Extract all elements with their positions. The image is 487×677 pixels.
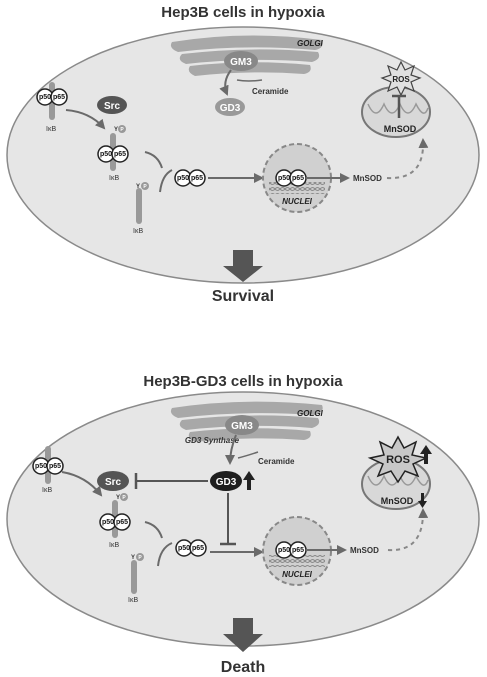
golgi-label: GOLGI	[297, 409, 324, 418]
p65-label: p65	[292, 547, 304, 554]
gd3-label: GD3	[216, 477, 237, 488]
ros-burst	[367, 435, 429, 484]
src-label: Src	[104, 101, 121, 112]
outcome-arrow	[223, 250, 263, 282]
panel-title: Hep3B cells in hypoxia	[161, 4, 325, 21]
gm3-node	[225, 415, 259, 435]
tyrosine-label: Y	[136, 184, 140, 190]
nuclei-label: NUCLEI	[282, 570, 313, 579]
phospho-label: P	[138, 555, 142, 561]
down-arrow-icon	[418, 493, 427, 508]
gm3-label: GM3	[231, 421, 253, 432]
ikb-label: IκB	[109, 175, 119, 182]
src-label: Src	[105, 477, 122, 488]
free-ikb	[136, 182, 149, 224]
ros-label: ROS	[392, 75, 410, 84]
dissociation-arrow	[159, 169, 173, 193]
p50-label: p50	[35, 463, 47, 470]
src-node	[97, 96, 127, 114]
panel-hypoxia-hep3b-gd3: Hep3B-GD3 cells in hypoxia GOLGI GM3 GD3…	[6, 373, 480, 676]
dissociation-arrow	[144, 151, 163, 169]
src-node	[97, 471, 129, 491]
nfkb-ikb-complex	[32, 446, 64, 484]
p50-label: p50	[278, 175, 290, 182]
tyrosine-label: Y	[131, 555, 135, 561]
phospho-nfkb-complex	[97, 125, 129, 171]
ceramide-label: Ceramide	[252, 87, 289, 96]
p65-label: p65	[192, 545, 204, 552]
phospho-label: P	[120, 127, 124, 133]
mnsod-gene-label: MnSOD	[353, 174, 382, 183]
p65-label: p65	[53, 94, 65, 101]
dissociation-arrow	[157, 542, 173, 567]
p50-label: p50	[178, 545, 190, 552]
cell-membrane	[6, 26, 480, 284]
up-arrow-icon	[420, 445, 432, 464]
p50-label: p50	[102, 519, 114, 526]
golgi-label: GOLGI	[297, 39, 324, 48]
gm3-to-gd3-arrow	[219, 69, 232, 96]
p65-label: p65	[116, 519, 128, 526]
panel-title: Hep3B-GD3 cells in hypoxia	[143, 373, 343, 390]
ikb-label: IκB	[133, 228, 143, 235]
free-nfkb	[174, 169, 206, 187]
nuclei-label: NUCLEI	[282, 197, 313, 206]
gd3-label: GD3	[220, 103, 241, 114]
outcome-label: Survival	[212, 288, 274, 305]
gm3-node	[224, 51, 258, 71]
src-phosphorylation-arrow	[65, 109, 106, 130]
tyrosine-label: Y	[116, 495, 120, 501]
p65-label: p65	[114, 151, 126, 158]
gd3-synthase-label: GD3 Synthase	[185, 436, 240, 445]
gm3-label: GM3	[230, 57, 252, 68]
gd3-node	[215, 98, 245, 116]
src-phosphorylation-arrow	[61, 471, 103, 497]
ceramide-link	[236, 79, 263, 82]
free-nfkb	[175, 539, 207, 557]
phospho-nfkb-complex	[99, 493, 131, 538]
p65-label: p65	[191, 175, 203, 182]
mnsod-protein-label: MnSOD	[384, 124, 417, 134]
gd3-node	[210, 471, 242, 491]
phospho-label: P	[122, 495, 126, 501]
nuclear-nfkb	[275, 169, 307, 187]
p65-label: p65	[49, 463, 61, 470]
p50-label: p50	[100, 151, 112, 158]
p65-label: p65	[292, 175, 304, 182]
nfkb-ikb-complex	[36, 82, 68, 120]
panel-hypoxia-hep3b: Hep3B cells in hypoxia GOLGI GM3 GD3 Cer…	[6, 4, 480, 305]
outcome-arrow	[223, 618, 263, 652]
p50-label: p50	[278, 547, 290, 554]
ikb-label: IκB	[46, 126, 56, 133]
p50-label: p50	[39, 94, 51, 101]
up-arrow-icon	[243, 471, 255, 490]
ceramide-link	[237, 451, 259, 459]
ros-label: ROS	[386, 454, 410, 466]
ikb-label: IκB	[109, 542, 119, 549]
mnsod-protein-label: MnSOD	[381, 496, 414, 506]
nuclear-nfkb	[275, 541, 307, 559]
tyrosine-label: Y	[114, 127, 118, 133]
outcome-label: Death	[221, 659, 265, 676]
gm3-to-gd3-arrow	[225, 434, 237, 465]
phospho-label: P	[143, 184, 147, 190]
mnsod-gene-label: MnSOD	[350, 546, 379, 555]
ceramide-label: Ceramide	[258, 457, 295, 466]
ikb-label: IκB	[128, 597, 138, 604]
dissociation-arrow	[144, 521, 163, 539]
ikb-label: IκB	[42, 487, 52, 494]
p50-label: p50	[177, 175, 189, 182]
free-ikb	[131, 553, 144, 594]
